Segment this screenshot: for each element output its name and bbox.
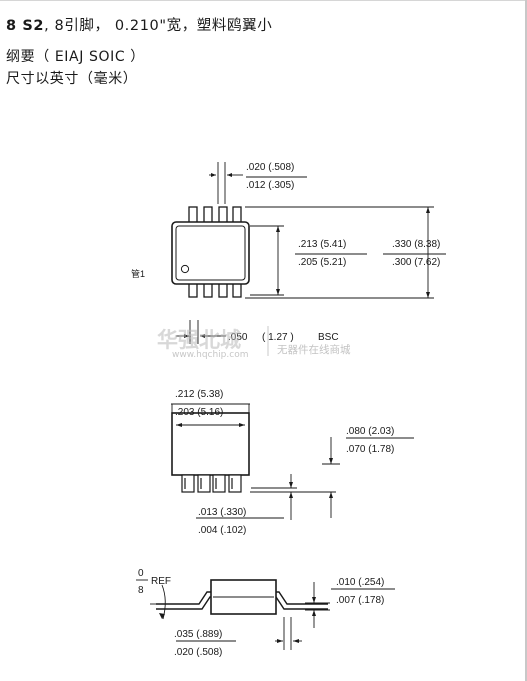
body-length-max-label: .212 (5.38): [175, 389, 223, 400]
foot-length-max-label: .035 (.889): [174, 629, 222, 640]
body-length-min-label: .203 (5.16): [175, 407, 223, 418]
foot-length-min-label: .020 (.508): [174, 647, 222, 658]
lead-width-max-label: .020 (.508): [246, 162, 294, 173]
height-max-label: .080 (2.03): [346, 426, 394, 437]
angle-bottom-label: 8: [138, 585, 144, 596]
pin1-dot: [180, 264, 190, 274]
body-width-max-label: .213 (5.41): [298, 239, 346, 250]
pitch-bsc-label: BSC: [318, 332, 339, 343]
top-view: [171, 162, 446, 344]
units-note: 尺寸以英寸（毫米）: [6, 71, 138, 87]
watermark-brand: 华强北城: [157, 328, 241, 352]
package-title: 8 S2, 8引脚， 0.210"宽，塑料鸥翼小: [6, 14, 272, 35]
watermark-url: www.hqchip.com: [172, 350, 248, 360]
body-width-min-label: .205 (5.21): [298, 257, 346, 268]
ic-body-outline: [171, 221, 250, 285]
height-min-label: .070 (1.78): [346, 444, 394, 455]
pitch-value-label: .050: [228, 332, 248, 343]
package-description: , 8引脚， 0.210"宽，塑料鸥翼小: [44, 18, 273, 34]
side-body-outline: [171, 412, 250, 476]
watermark-tagline: 无器件在线商城: [277, 343, 351, 356]
pin1-label: 管1: [131, 268, 145, 279]
overall-width-max-label: .330 (8.38): [392, 239, 440, 250]
angle-ref-label: REF: [151, 576, 171, 587]
lead-thickness-max-label: .010 (.254): [336, 577, 384, 588]
side-view: [171, 403, 414, 520]
page-border-right: [525, 0, 527, 681]
page-border-top: [0, 0, 526, 1]
package-code: 8 S2: [6, 18, 45, 34]
angle-top-label: 0: [138, 568, 144, 579]
standoff-max-label: .013 (.330): [198, 507, 246, 518]
lead-width-min-label: .012 (.305): [246, 180, 294, 191]
pitch-metric-label: ( 1.27 ): [262, 332, 294, 343]
ic-body-inner: [175, 225, 246, 281]
end-view: [150, 579, 395, 650]
overall-width-min-label: .300 (7.62): [392, 257, 440, 268]
lead-thickness-min-label: .007 (.178): [336, 595, 384, 606]
package-outline-label: 纲要（ EIAJ SOIC ）: [6, 49, 145, 65]
standoff-min-label: .004 (.102): [198, 525, 246, 536]
